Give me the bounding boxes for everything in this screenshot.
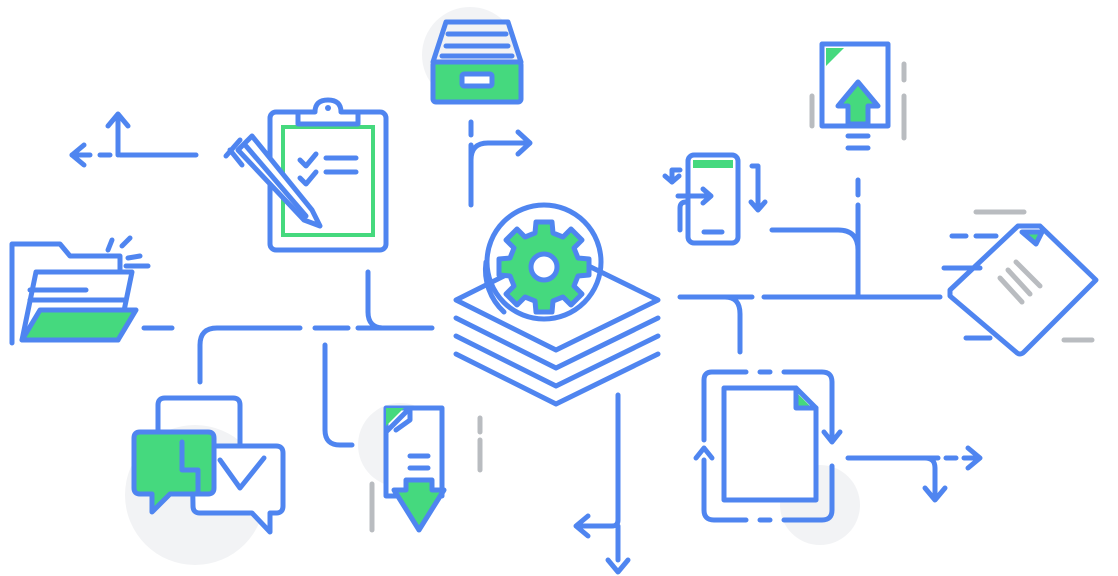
arrow-left-up-icon (69, 111, 131, 168)
moving-document-icon (941, 209, 1099, 357)
file-upload-icon (809, 41, 907, 151)
connector-lines (69, 112, 981, 563)
arrow-down-icon (573, 485, 948, 575)
gear-icon (496, 219, 592, 315)
file-download-icon (369, 405, 483, 533)
gear-on-stack-icon (453, 202, 661, 407)
pencil-icon (223, 133, 323, 229)
phone-sync-icon (662, 152, 768, 246)
chat-bubbles-icon (131, 395, 286, 535)
document-cycle-icon (693, 369, 843, 523)
arrow-right-icon (515, 129, 983, 471)
file-drawer-icon (430, 19, 524, 105)
clipboard-checklist-icon (267, 97, 389, 253)
open-folder-icon (9, 235, 151, 346)
